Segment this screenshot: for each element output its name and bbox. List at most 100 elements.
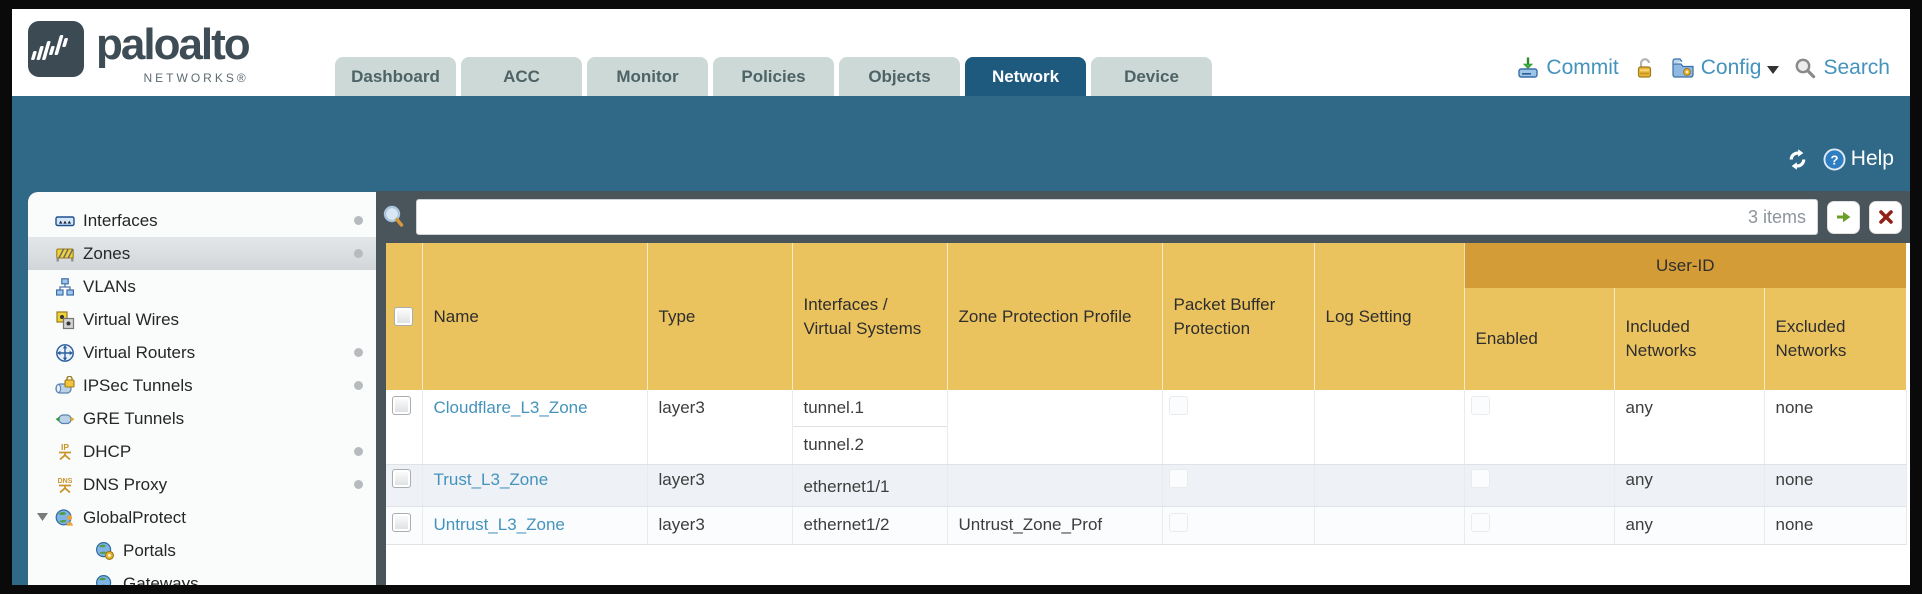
cell-excluded-networks: none (1764, 464, 1907, 507)
sidebar-item-portals[interactable]: Portals (28, 534, 376, 567)
row-checkbox[interactable] (392, 513, 411, 532)
refresh-icon (1786, 148, 1809, 171)
cell-name: Untrust_L3_Zone (422, 506, 648, 545)
packet-buffer-protection-checkbox (1168, 513, 1188, 532)
tab-acc[interactable]: ACC (461, 57, 582, 96)
cell-user-id-enabled (1464, 506, 1615, 545)
commit-link[interactable]: Commit (1516, 56, 1619, 80)
paloalto-logo: paloalto NETWORKS® (28, 21, 251, 85)
sidebar-item-virtual-routers[interactable]: Virtual Routers (28, 336, 376, 369)
lock-button[interactable] (1633, 56, 1657, 80)
globalprotect-icon (55, 508, 75, 528)
col-header-interfaces-virtual-systems[interactable]: Interfaces / Virtual Systems (792, 243, 948, 390)
col-header-enabled[interactable]: Enabled (1464, 288, 1615, 390)
status-dot (354, 480, 363, 489)
sidebar-item-interfaces[interactable]: Interfaces (28, 204, 376, 237)
config-link[interactable]: Config (1671, 56, 1780, 80)
gre-tunnels-icon (55, 409, 75, 429)
cell-included-networks: any (1614, 506, 1765, 545)
svg-text:?: ? (1830, 152, 1838, 167)
dhcp-icon: IP (55, 442, 75, 462)
ipsec-tunnels-icon (55, 375, 75, 396)
cell-packet-buffer-protection (1162, 506, 1315, 545)
interface-entry: tunnel.2 (803, 435, 865, 454)
col-header-log-setting[interactable]: Log Setting (1314, 243, 1465, 390)
caret-down-icon (1767, 63, 1780, 74)
sidebar-item-gateways[interactable]: Gateways (28, 567, 376, 585)
status-dot (354, 348, 363, 357)
sidebar-item-globalprotect[interactable]: GlobalProtect (28, 501, 376, 534)
zone-name-link[interactable]: Trust_L3_Zone (433, 470, 549, 489)
sidebar-item-dhcp[interactable]: IP DHCP (28, 435, 376, 468)
cell-zone-protection-profile: Untrust_Zone_Prof (947, 506, 1163, 545)
search-link-label: Search (1823, 56, 1890, 79)
virtual-wires-icon (55, 310, 75, 330)
tab-policies[interactable]: Policies (713, 57, 834, 96)
cell-zone-protection-profile (947, 390, 1163, 465)
col-header-included-networks[interactable]: Included Networks (1614, 288, 1765, 390)
col-header-select (386, 243, 423, 390)
sidebar-item-label: IPSec Tunnels (83, 375, 193, 395)
sidebar-item-vlans[interactable]: VLANs (28, 270, 376, 303)
sidebar-item-zones[interactable]: Zones (28, 237, 376, 270)
search-link[interactable]: Search (1793, 56, 1890, 80)
tab-objects[interactable]: Objects (839, 57, 960, 96)
sidebar-item-gre-tunnels[interactable]: GRE Tunnels (28, 402, 376, 435)
sidebar-item-label: DHCP (83, 441, 132, 461)
zones-icon (55, 244, 75, 264)
paloalto-logo-icon (28, 21, 84, 77)
help-label: Help (1850, 147, 1894, 170)
sidebar-item-label: Portals (123, 540, 176, 560)
help-button[interactable]: ? Help (1823, 147, 1894, 171)
col-header-packet-buffer-protection[interactable]: Packet Buffer Protection (1162, 243, 1315, 390)
interfaces-icon (55, 211, 75, 231)
cell-zone-protection-profile (947, 464, 1163, 507)
select-all-checkbox[interactable] (394, 307, 413, 326)
clear-filter-button[interactable] (1869, 200, 1902, 234)
user-id-enabled-checkbox (1470, 469, 1490, 488)
zone-name-link[interactable]: Cloudflare_L3_Zone (433, 398, 588, 417)
col-header-zone-protection-profile[interactable]: Zone Protection Profile (947, 243, 1163, 390)
col-header-type[interactable]: Type (647, 243, 793, 390)
refresh-button[interactable] (1786, 148, 1809, 171)
tab-dashboard[interactable]: Dashboard (335, 57, 456, 96)
cell-type: layer3 (647, 390, 793, 465)
tab-network[interactable]: Network (965, 57, 1086, 101)
cell-packet-buffer-protection (1162, 464, 1315, 507)
col-header-name[interactable]: Name (422, 243, 648, 390)
cell-name: Cloudflare_L3_Zone (422, 390, 648, 465)
packet-buffer-protection-checkbox (1168, 396, 1188, 415)
cell-packet-buffer-protection (1162, 390, 1315, 465)
sidebar-item-label: GlobalProtect (83, 507, 186, 527)
filter-row: 3 items (376, 191, 1910, 243)
svg-text:IP: IP (61, 442, 69, 452)
filter-input[interactable] (416, 199, 1818, 235)
gateways-icon (95, 574, 115, 585)
row-checkbox[interactable] (392, 469, 411, 488)
search-icon (1793, 56, 1817, 80)
cell-type: layer3 (647, 506, 793, 545)
col-header-excluded-networks[interactable]: Excluded Networks (1764, 288, 1907, 390)
expand-triangle-icon (37, 513, 48, 522)
row-checkbox[interactable] (392, 396, 411, 415)
apply-filter-button[interactable] (1827, 200, 1860, 234)
sidebar-item-ipsec-tunnels[interactable]: IPSec Tunnels (28, 369, 376, 402)
cell-type: layer3 (647, 464, 793, 507)
cell-excluded-networks: none (1764, 390, 1907, 465)
cell-select (386, 506, 423, 545)
zone-name-link[interactable]: Untrust_L3_Zone (433, 515, 565, 534)
unlock-icon (1633, 56, 1657, 80)
tab-device[interactable]: Device (1091, 57, 1212, 96)
sidebar-item-label: DNS Proxy (83, 474, 168, 494)
red-x-icon (1877, 208, 1895, 226)
sidebar-item-virtual-wires[interactable]: Virtual Wires (28, 303, 376, 336)
cell-name: Trust_L3_Zone (422, 464, 648, 507)
tab-monitor[interactable]: Monitor (587, 57, 708, 96)
